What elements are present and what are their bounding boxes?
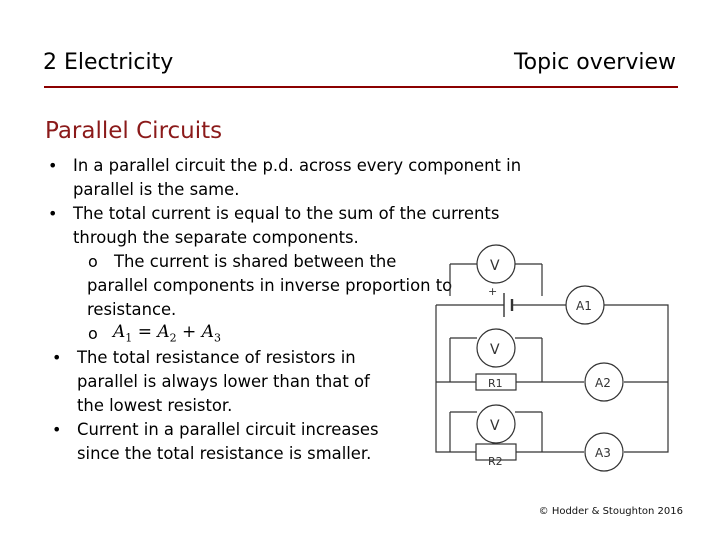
resistor-r2-label: R2 bbox=[488, 455, 503, 468]
voltmeter-label: V bbox=[490, 418, 500, 434]
ammeter-a1-label: A1 bbox=[576, 299, 592, 313]
current-equation: A1 = A2 + A3 bbox=[113, 322, 221, 345]
bullet-text: through the separate components. bbox=[73, 228, 359, 247]
bullet-text: The total resistance of resistors in bbox=[77, 348, 356, 367]
section-title: Parallel Circuits bbox=[45, 118, 223, 144]
resistor-r2-symbol bbox=[475, 443, 517, 461]
voltmeter-label: V bbox=[490, 342, 500, 358]
resistor-r1-label: R1 bbox=[488, 377, 503, 390]
bullet-marker: • bbox=[48, 204, 58, 223]
sub-bullet-marker: o bbox=[88, 324, 98, 343]
sub-bullet-marker: o bbox=[88, 252, 98, 271]
bullet-text: parallel is always lower than that of bbox=[77, 372, 370, 391]
wire bbox=[435, 304, 669, 453]
sub-bullet-text: resistance. bbox=[87, 300, 177, 319]
bullet-text: The total current is equal to the sum of… bbox=[73, 204, 500, 223]
resistor-r1-symbol bbox=[475, 373, 517, 391]
sub-bullet-text: The current is shared between the bbox=[114, 252, 397, 271]
parallel-circuit-diagram: V + A1 V R1 A2 V R2 A3 bbox=[435, 244, 669, 472]
ammeter-a2-symbol bbox=[584, 362, 624, 402]
voltmeter-symbol bbox=[476, 328, 516, 368]
voltmeter-label: V bbox=[490, 258, 500, 274]
voltmeter-symbol bbox=[476, 244, 516, 284]
topic-title: Topic overview bbox=[513, 50, 676, 75]
sub-bullet-text: parallel components in inverse proportio… bbox=[87, 276, 453, 295]
battery-positive-label: + bbox=[488, 285, 497, 298]
bullet-text: since the total resistance is smaller. bbox=[77, 444, 372, 463]
ammeter-a1-symbol bbox=[565, 285, 605, 325]
bullet-text: Current in a parallel circuit increases bbox=[77, 420, 379, 439]
wire bbox=[449, 337, 543, 382]
bullet-marker: • bbox=[52, 348, 62, 367]
bullet-marker: • bbox=[48, 156, 58, 175]
wire bbox=[449, 263, 543, 296]
bullet-text: In a parallel circuit the p.d. across ev… bbox=[73, 156, 522, 175]
copyright-credit: © Hodder & Stoughton 2016 bbox=[538, 506, 683, 517]
header-divider bbox=[44, 86, 678, 88]
ammeter-a3-label: A3 bbox=[595, 446, 611, 460]
bullet-marker: • bbox=[52, 420, 62, 439]
ammeter-a3-symbol bbox=[584, 432, 624, 472]
wire bbox=[449, 411, 543, 452]
ammeter-a2-label: A2 bbox=[595, 376, 611, 390]
bullet-text: parallel is the same. bbox=[73, 180, 240, 199]
subject-title: 2 Electricity bbox=[43, 50, 174, 75]
bullet-text: the lowest resistor. bbox=[77, 396, 233, 415]
voltmeter-symbol bbox=[476, 404, 516, 444]
